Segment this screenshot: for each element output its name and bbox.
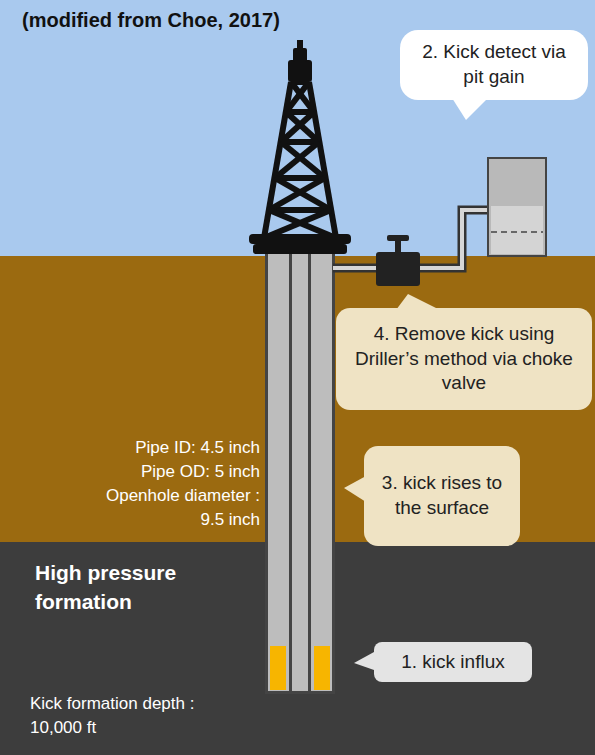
annotation-label: High pressure formation bbox=[35, 558, 225, 617]
annotation-label: Kick formation depth : 10,000 ft bbox=[30, 692, 230, 740]
annotation-label: Pipe OD: 5 inch bbox=[60, 460, 260, 484]
callout-bubble: 4. Remove kick using Driller’s method vi… bbox=[336, 308, 592, 410]
callout-text: 1. kick influx bbox=[401, 650, 504, 675]
callout-bubble: 3. kick rises to the surface bbox=[364, 446, 520, 546]
annotation-label: Openhole diameter : 9.5 inch bbox=[82, 484, 260, 532]
annotation-label: Pipe ID: 4.5 inch bbox=[60, 436, 260, 460]
callout-text: 4. Remove kick using Driller’s method vi… bbox=[346, 322, 582, 396]
callout-bubble: 1. kick influx bbox=[374, 642, 532, 682]
callout-text: 2. Kick detect via pit gain bbox=[410, 40, 578, 89]
diagram-title: (modified from Choe, 2017) bbox=[22, 9, 280, 32]
callout-bubble: 2. Kick detect via pit gain bbox=[400, 30, 588, 100]
callout-text: 3. kick rises to the surface bbox=[374, 471, 510, 520]
